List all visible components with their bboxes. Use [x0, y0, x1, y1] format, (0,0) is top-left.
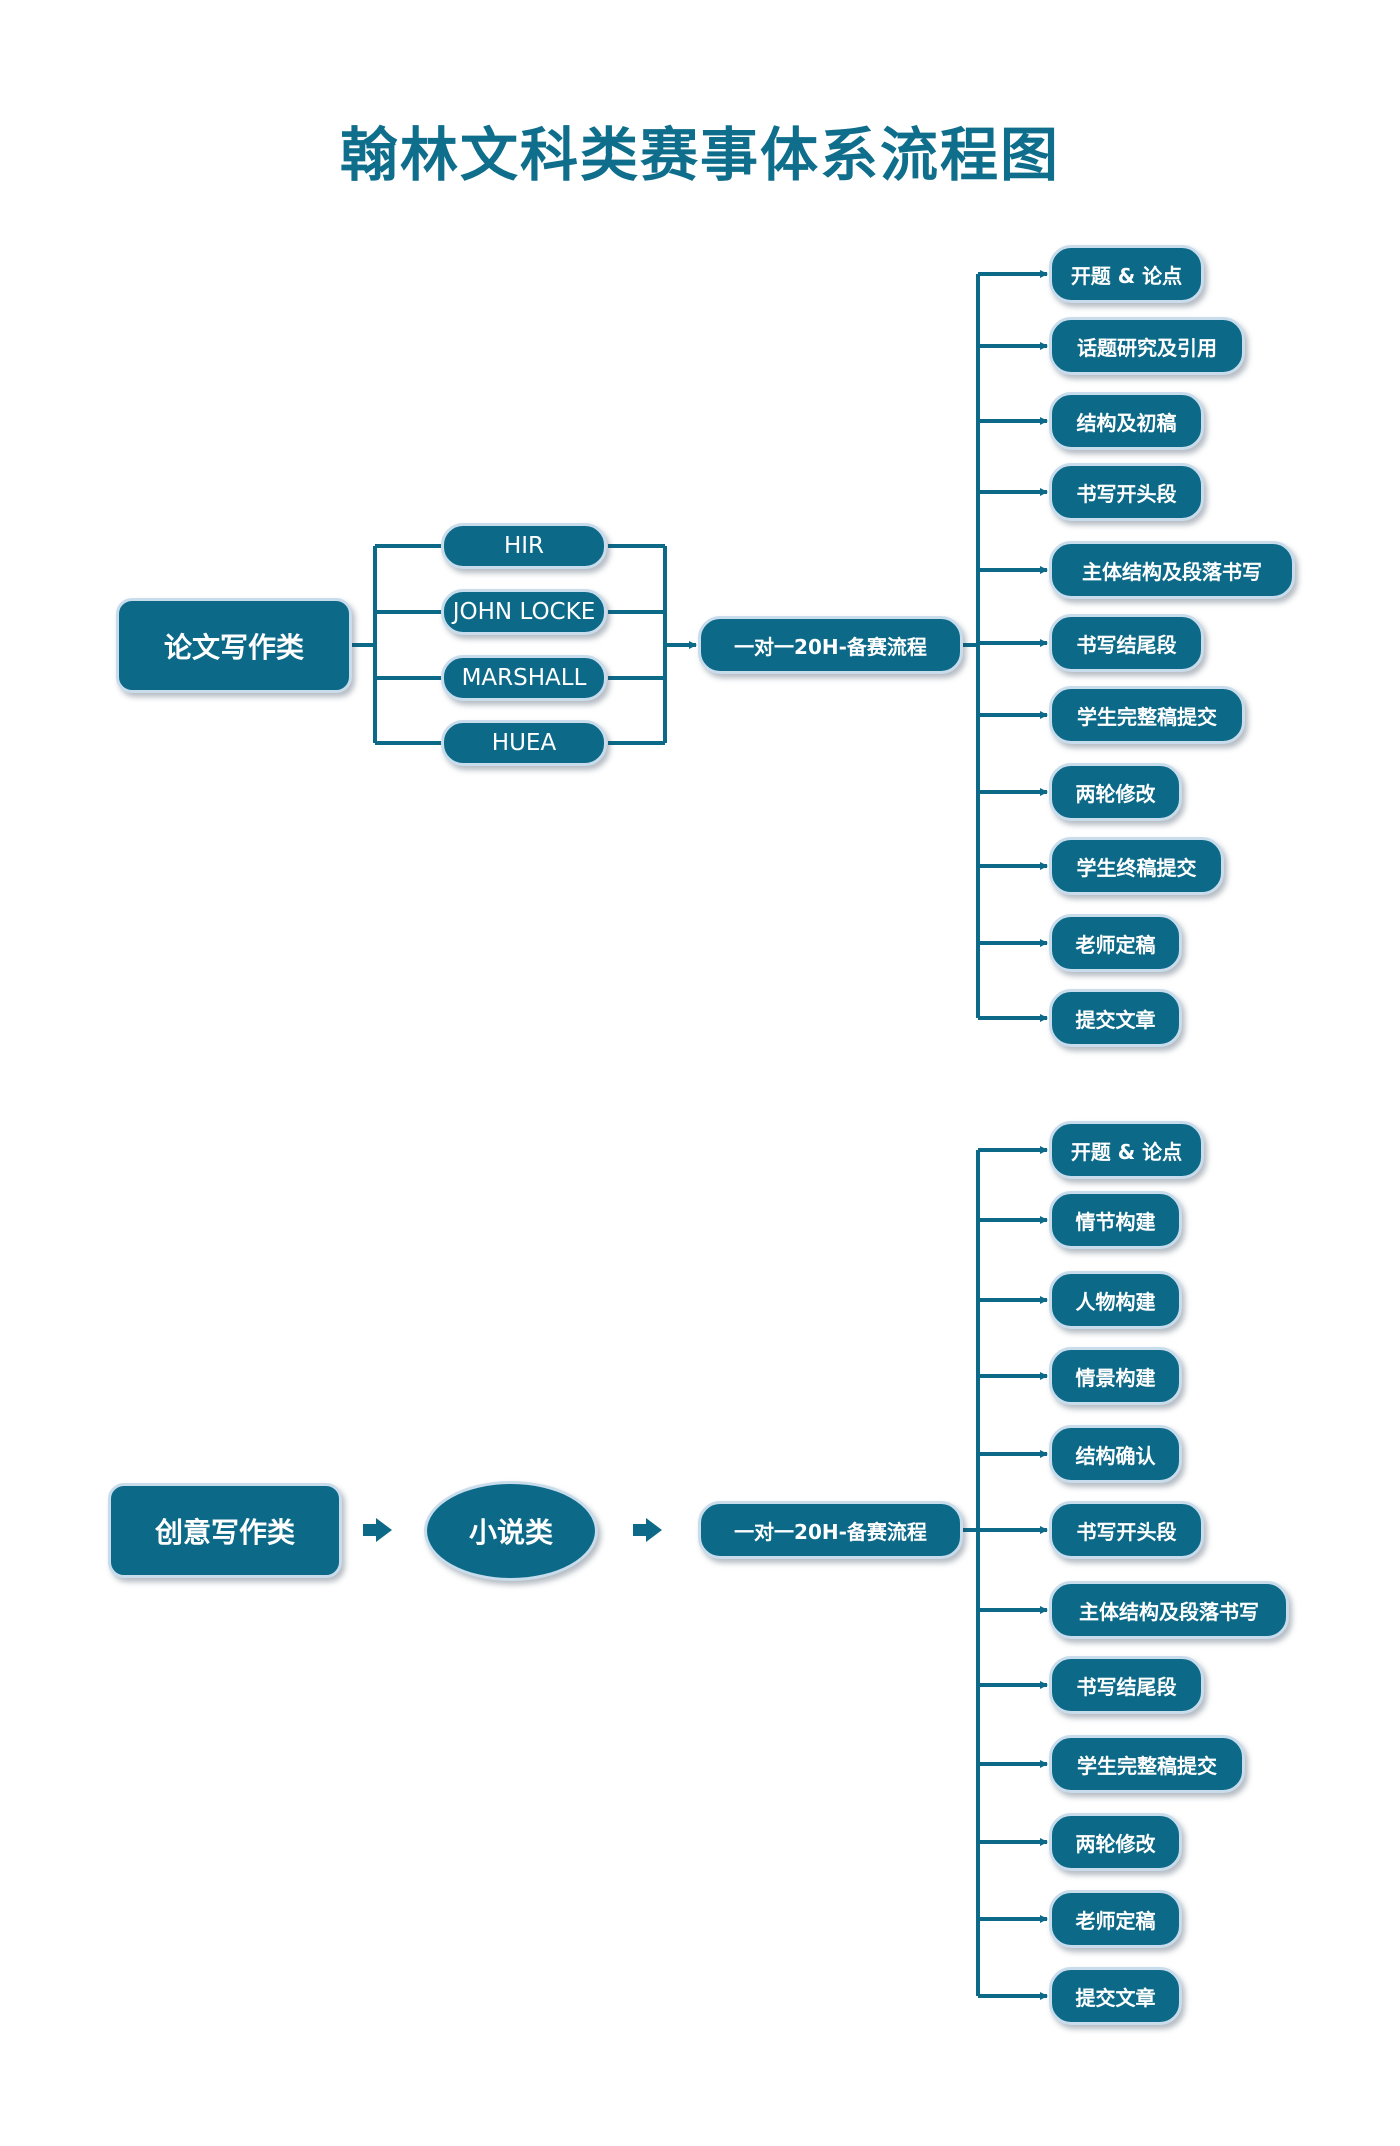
process-node-1: 一对一20H-备赛流程 [698, 616, 963, 674]
step-node: 学生终稿提交 [1049, 837, 1224, 895]
category-essay-writing: 论文写作类 [116, 598, 352, 693]
step-node: 结构及初稿 [1049, 392, 1204, 450]
step-node: 开题 & 论点 [1049, 245, 1204, 303]
arrow-right-icon [633, 1518, 662, 1542]
step-node: 提交文章 [1049, 1967, 1182, 2025]
step-node: 书写开头段 [1049, 463, 1204, 521]
step-node: 两轮修改 [1049, 763, 1182, 821]
step-node: 提交文章 [1049, 989, 1182, 1047]
step-node: 主体结构及段落书写 [1049, 541, 1295, 599]
step-node: 结构确认 [1049, 1425, 1182, 1483]
program-john-locke: JOHN LOCKE [441, 589, 607, 635]
process-node-2: 一对一20H-备赛流程 [698, 1501, 963, 1559]
page-title: 翰林文科类赛事体系流程图 [339, 121, 1060, 189]
step-node: 话题研究及引用 [1049, 317, 1245, 375]
category-creative-writing: 创意写作类 [108, 1483, 342, 1578]
step-node: 书写结尾段 [1049, 614, 1204, 672]
genre-novel: 小说类 [424, 1481, 598, 1581]
step-node: 书写结尾段 [1049, 1656, 1204, 1714]
step-node: 两轮修改 [1049, 1813, 1182, 1871]
program-hir: HIR [441, 523, 607, 569]
step-node: 情节构建 [1049, 1191, 1182, 1249]
step-node: 老师定稿 [1049, 914, 1182, 972]
step-node: 学生完整稿提交 [1049, 1735, 1245, 1793]
step-node: 情景构建 [1049, 1347, 1182, 1405]
program-marshall: MARSHALL [441, 655, 607, 701]
step-node: 书写开头段 [1049, 1501, 1204, 1559]
program-huea: HUEA [441, 720, 607, 766]
step-node: 学生完整稿提交 [1049, 686, 1245, 744]
step-node: 人物构建 [1049, 1271, 1182, 1329]
step-node: 主体结构及段落书写 [1049, 1581, 1289, 1639]
arrow-right-icon [363, 1518, 392, 1542]
step-node: 老师定稿 [1049, 1890, 1182, 1948]
step-node: 开题 & 论点 [1049, 1121, 1204, 1179]
